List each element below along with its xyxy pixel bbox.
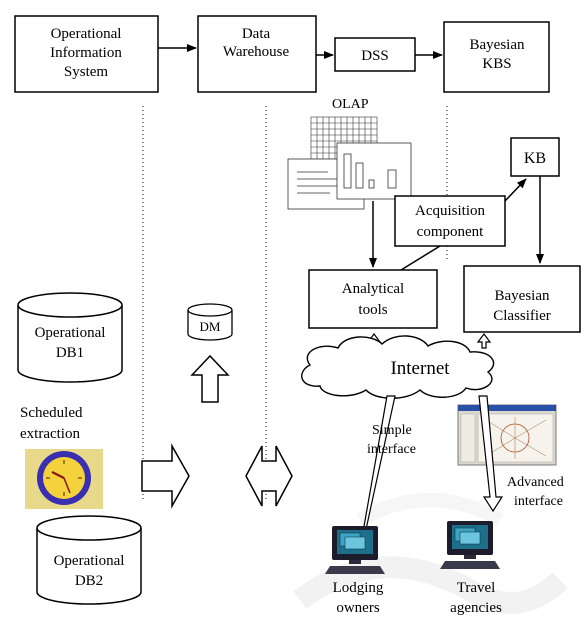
- watermark: [293, 493, 568, 614]
- dm-label: DM: [200, 319, 221, 334]
- dw-line-2: Warehouse: [223, 44, 290, 60]
- lodging-line-2: owners: [336, 600, 379, 616]
- bkbs-line-2: KBS: [482, 56, 511, 72]
- classifier-line-2: Classifier: [493, 308, 551, 324]
- classifier-line-1: Bayesian: [495, 288, 550, 304]
- operational-db1-cylinder: Operational DB1: [17, 292, 123, 383]
- kb-label: KB: [524, 150, 546, 167]
- analytical-line-2: tools: [358, 302, 387, 318]
- computer-icon: [440, 521, 500, 569]
- db2-line-2: DB2: [75, 573, 103, 589]
- ois-line-1: Operational: [51, 26, 122, 42]
- acq-line-2: component: [417, 224, 484, 240]
- olap-label: OLAP: [332, 97, 369, 112]
- olap-chart-icon: OLAP: [287, 97, 412, 210]
- advanced-line-1: Advanced: [507, 475, 564, 490]
- bayesian-classifier-box: Bayesian Classifier: [463, 265, 581, 333]
- acq-line-1: Acquisition: [415, 203, 485, 219]
- advanced-interface-arrow: [478, 395, 504, 513]
- dw-line-1: Data: [242, 26, 271, 42]
- kb-box: KB: [510, 137, 560, 177]
- simple-line-2: interface: [367, 442, 416, 457]
- travel-line-1: Travel: [457, 580, 496, 596]
- scheduled-line-2: extraction: [20, 426, 80, 442]
- bkbs-line-1: Bayesian: [470, 37, 525, 53]
- bayesian-kbs-box: Bayesian KBS: [443, 21, 550, 93]
- dm-cylinder: DM: [187, 303, 233, 341]
- db1-line-2: DB1: [56, 345, 84, 361]
- scheduled-line-1: Scheduled: [20, 405, 83, 421]
- top-flow-arrows: [158, 44, 443, 59]
- acquisition-component-box: Acquisition component: [394, 195, 506, 247]
- dss-box: DSS: [334, 37, 416, 72]
- analytical-line-1: Analytical: [342, 281, 404, 297]
- screenshot-thumbnail-icon: [457, 404, 557, 466]
- simple-line-1: Simple: [372, 423, 412, 438]
- extraction-right-arrow: [141, 443, 190, 509]
- data-warehouse-box: Data Warehouse: [197, 15, 317, 93]
- dm-up-arrow: [190, 354, 230, 403]
- ois-line-2: Information: [50, 45, 122, 61]
- advanced-line-2: interface: [514, 494, 563, 509]
- ois-line-3: System: [64, 64, 109, 80]
- db2-line-1: Operational: [54, 553, 125, 569]
- computer-icon: [325, 526, 385, 574]
- operational-db2-cylinder: Operational DB2: [36, 515, 142, 605]
- internet-label: Internet: [390, 358, 450, 379]
- knowledge-connectors: [369, 176, 544, 271]
- lodging-line-1: Lodging: [333, 580, 384, 596]
- analytical-tools-box: Analytical tools: [308, 269, 438, 329]
- db1-line-1: Operational: [35, 325, 106, 341]
- operational-information-system-box: Operational Information System: [14, 15, 159, 93]
- dss-label: DSS: [361, 48, 389, 64]
- double-headed-arrow: [245, 445, 293, 507]
- travel-line-2: agencies: [450, 600, 502, 616]
- clock-icon: [25, 449, 103, 509]
- cloud-icon: Internet: [301, 335, 495, 399]
